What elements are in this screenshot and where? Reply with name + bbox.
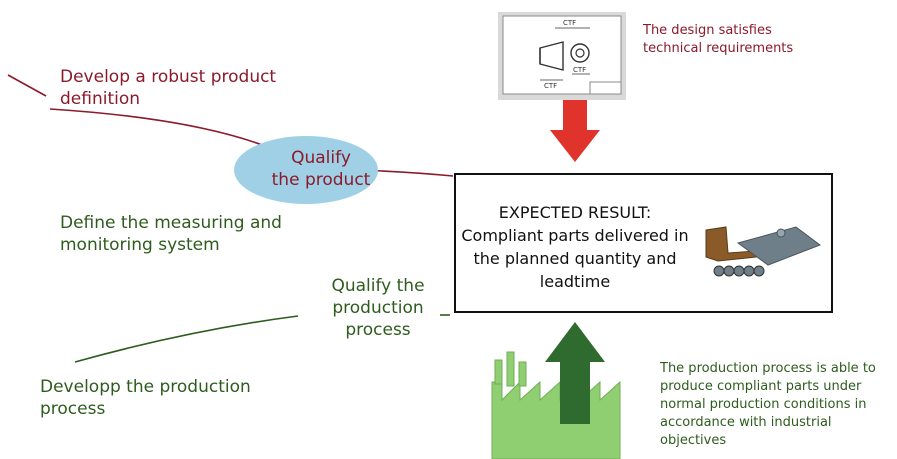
label-develop-process: Developp the production process — [40, 377, 251, 419]
develop-to-qualify-connector — [74, 315, 299, 363]
expected-result-text: EXPECTED RESULT: Compliant parts deliver… — [456, 201, 694, 293]
parts-illustration — [705, 226, 822, 277]
label-robust-definition: Develop a robust product definition — [60, 67, 277, 109]
note-design-satisfies: The design satisfies technical requireme… — [643, 23, 794, 56]
red-down-arrow — [550, 100, 600, 162]
drawing-label-top: CTF — [563, 19, 576, 27]
plate-bolt — [776, 228, 786, 238]
washers-part — [713, 265, 765, 277]
expected-result-body: Compliant parts delivered in the planned… — [461, 226, 689, 291]
drawing-label-bottom-left: CTF — [544, 82, 557, 90]
drawing-label-bottom-right: CTF — [573, 66, 586, 74]
label-qualify-process: Qualify the production process — [331, 276, 425, 340]
label-qualify-product: Qualify the product — [256, 147, 386, 191]
robust-to-qualify-connector — [49, 108, 266, 147]
technical-drawing: CTF CTF CTF — [498, 12, 626, 100]
robust-definition-connector — [7, 74, 47, 97]
label-measuring-system: Define the measuring and monitoring syst… — [60, 213, 282, 255]
factory-icon — [491, 351, 621, 459]
expected-result-box: EXPECTED RESULT: Compliant parts deliver… — [454, 173, 833, 313]
label-qualify-product-line2: the product — [271, 170, 371, 190]
note-production-process: The production process is able to produc… — [660, 361, 876, 448]
label-qualify-product-line1: Qualify — [291, 148, 351, 168]
qualify-product-ellipse — [234, 136, 378, 204]
green-up-arrow — [545, 322, 605, 424]
expected-result-heading: EXPECTED RESULT: — [498, 203, 652, 222]
